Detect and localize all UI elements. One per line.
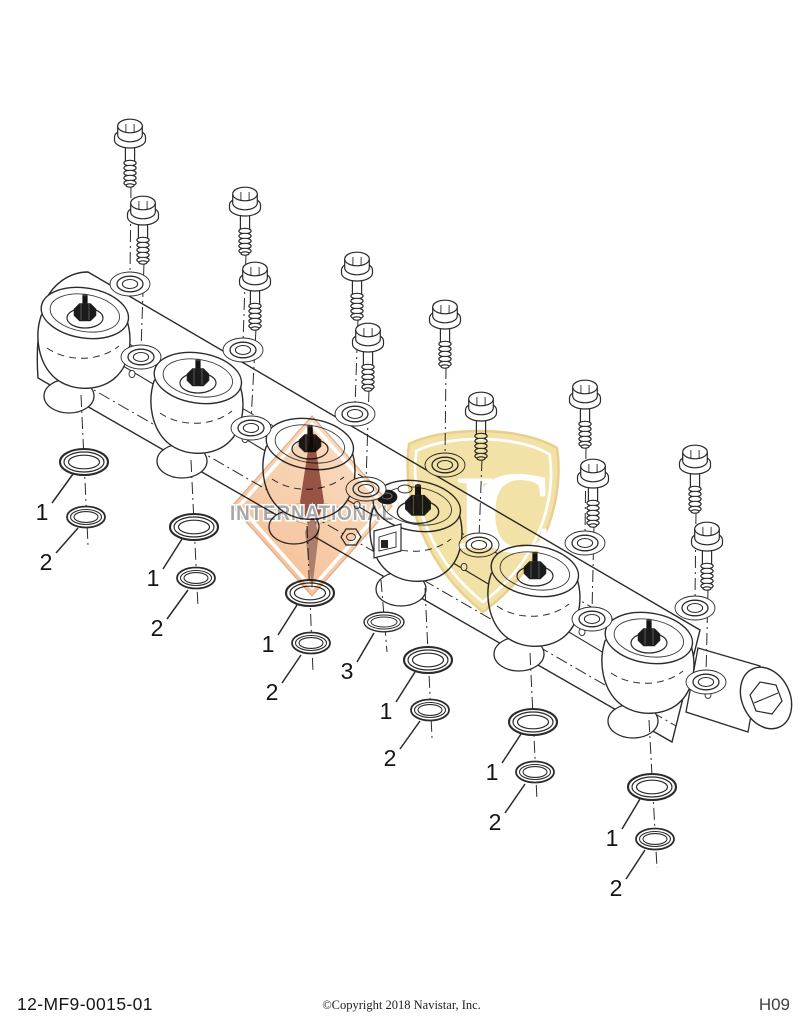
callout-label: 1 bbox=[486, 759, 499, 785]
o-ring-large bbox=[168, 512, 220, 542]
callout-label: 2 bbox=[384, 745, 397, 771]
brand-wordmark: INTERNATIONAL bbox=[230, 502, 394, 525]
callout-label: 1 bbox=[147, 565, 160, 591]
callout-labels: 1 2 1 2 1 2 3 1 2 1 2 1 2 bbox=[36, 499, 623, 901]
callout-label: 2 bbox=[151, 615, 164, 641]
grid-reference: H09 bbox=[758, 995, 790, 1014]
callout-label: 2 bbox=[40, 549, 53, 575]
bolt bbox=[126, 195, 160, 265]
bolt bbox=[113, 118, 147, 188]
end-cylinder bbox=[685, 647, 793, 733]
o-ring-small bbox=[410, 698, 450, 722]
compass-needle-tail bbox=[305, 516, 319, 590]
copyright-notice: ©Copyright 2018 Navistar, Inc. bbox=[322, 998, 481, 1012]
callout-label: 2 bbox=[266, 679, 279, 705]
callout-label: 2 bbox=[610, 875, 623, 901]
callout-label: 1 bbox=[380, 698, 393, 724]
callout-label: 1 bbox=[262, 631, 275, 657]
international-diamond-logo-watermark: INTERNATIONAL bbox=[229, 415, 395, 597]
bolt bbox=[340, 251, 374, 321]
part-number: 12-MF9-0015-01 bbox=[17, 994, 153, 1014]
bolt bbox=[228, 186, 262, 256]
leader-lines bbox=[51, 473, 646, 880]
bolt bbox=[690, 521, 724, 591]
monogram-i: I bbox=[454, 454, 495, 571]
callout-label: 1 bbox=[36, 499, 49, 525]
callout-label: 1 bbox=[606, 825, 619, 851]
o-ring-large bbox=[507, 707, 559, 737]
ic-shield-logo-watermark: C I bbox=[406, 429, 560, 614]
bolt bbox=[568, 379, 602, 449]
monogram-c: C bbox=[470, 447, 555, 578]
o-ring-center bbox=[363, 611, 405, 633]
o-ring-small bbox=[176, 566, 216, 590]
o-ring-large bbox=[626, 772, 678, 802]
o-ring-small bbox=[635, 827, 675, 851]
bolt bbox=[576, 458, 610, 528]
o-ring-small bbox=[66, 505, 106, 529]
callout-label: 3 bbox=[341, 658, 354, 684]
o-ring-large bbox=[402, 645, 454, 675]
callout-label: 2 bbox=[489, 809, 502, 835]
compass-needle bbox=[300, 424, 324, 536]
o-ring-small bbox=[515, 760, 555, 784]
o-ring-small bbox=[291, 631, 331, 655]
bolt bbox=[678, 444, 712, 514]
o-ring-large bbox=[58, 447, 110, 477]
bolt bbox=[428, 299, 462, 369]
